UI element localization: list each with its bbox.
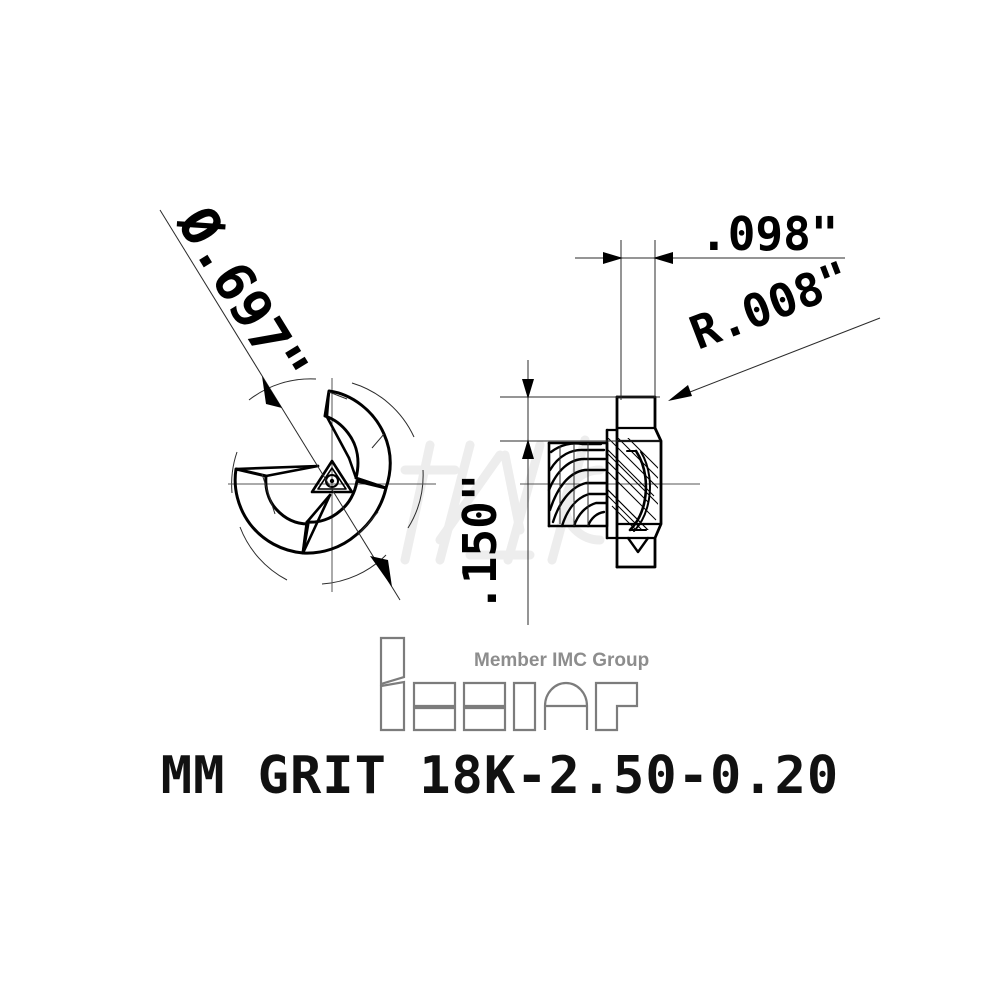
dimension-height: .150" [453, 360, 660, 625]
side-view [520, 395, 700, 569]
dimension-width: .098" [575, 207, 845, 400]
dimension-diameter-label: Ø.697" [164, 195, 320, 395]
front-view [159, 209, 436, 601]
reference-circle [231, 378, 424, 585]
imc-group-tagline: Member IMC Group [474, 650, 649, 671]
dimension-height-label: .150" [453, 474, 507, 612]
dimension-width-label: .098" [700, 207, 838, 261]
diameter-leader [159, 209, 401, 601]
front-view-centerlines [228, 378, 436, 592]
dimension-radius-label: R.008" [683, 250, 857, 360]
cutting-head [615, 395, 663, 569]
flute-profile [233, 389, 392, 555]
dimension-diameter: Ø.697" [164, 195, 320, 395]
threaded-shank [547, 441, 609, 528]
leader-line-radius [671, 317, 881, 400]
iscar-logo: Member IMC Group [379, 636, 649, 732]
dimension-corner-radius: R.008" [668, 250, 881, 401]
part-number-label: MM GRIT 18K-2.50-0.20 [161, 746, 839, 806]
collar [605, 428, 619, 540]
